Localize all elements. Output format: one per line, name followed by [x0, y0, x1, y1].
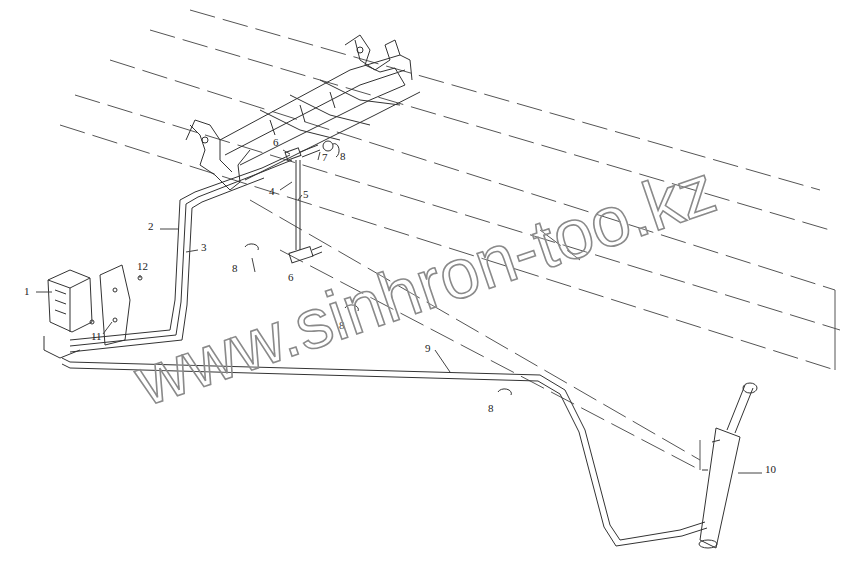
callout-number: 2	[148, 221, 154, 232]
leader-line	[36, 150, 762, 473]
callout-number: 12	[137, 261, 148, 272]
callout-number: 8	[340, 151, 346, 162]
frame-rail	[60, 10, 840, 470]
callout-number: 8	[488, 403, 494, 414]
callout-number: 7	[322, 152, 328, 163]
valve-and-pipes	[262, 141, 333, 263]
bracket	[90, 265, 142, 345]
watermark: www.sinhron-too.kz	[127, 153, 724, 417]
callout-number: 6	[273, 137, 279, 148]
callout-number: 1	[24, 286, 30, 297]
callout-number: 11	[91, 331, 102, 342]
callout-number: 8	[232, 263, 238, 274]
callout-number: 4	[269, 186, 275, 197]
frame-rail-edge	[700, 290, 835, 470]
cylinder	[699, 383, 757, 548]
callout-number: 9	[425, 343, 431, 354]
cab-mount	[186, 35, 420, 190]
pump	[44, 270, 92, 358]
callout-number: 10	[765, 464, 776, 475]
callout-number: 5	[303, 189, 309, 200]
callout-number: 6	[288, 272, 294, 283]
callout-number: 3	[201, 242, 207, 253]
